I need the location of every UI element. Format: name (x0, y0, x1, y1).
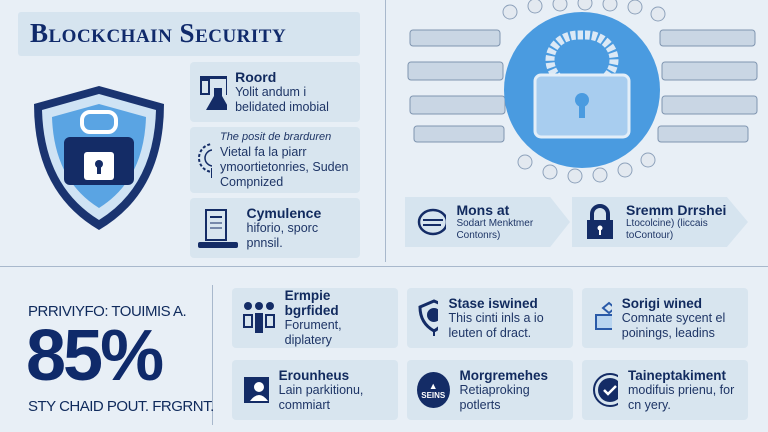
people-devices-icon (243, 302, 275, 333)
laptop-document-icon (198, 209, 238, 248)
page-title: Blockchain Security (18, 12, 360, 56)
warning-badge-icon: ▲SEINS (417, 372, 450, 408)
padlock-icon (587, 204, 613, 239)
blockchain-lock-illustration (407, 0, 758, 184)
brain-tree-icon (198, 143, 212, 178)
server-building-icon (595, 301, 612, 330)
lab-scale-icon (200, 76, 228, 110)
user-frame-icon (244, 377, 269, 403)
shield-lock-icon (34, 86, 164, 230)
check-circle-icon (593, 373, 618, 407)
stat-caption: STY CHAID POUT. FRGRNT. (28, 398, 214, 415)
shield-info-icon (418, 299, 439, 336)
divider (385, 0, 386, 262)
eye-chat-icon (417, 208, 447, 236)
stat-heading: PRRIVIYFO: TOUIMIS A. (28, 303, 187, 320)
divider (212, 285, 213, 425)
divider (0, 266, 768, 267)
stat-value: 85% (26, 316, 164, 396)
